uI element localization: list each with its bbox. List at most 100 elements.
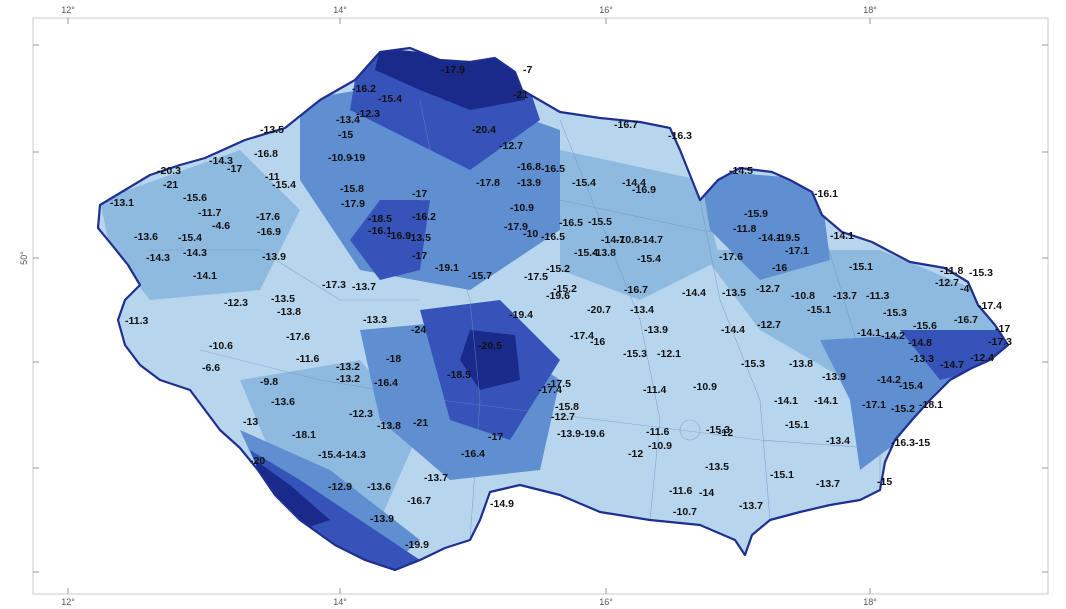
- station-value: -15.3: [623, 348, 647, 360]
- station-value: -16.2: [352, 83, 376, 95]
- station-value: -19.6: [546, 290, 570, 302]
- station-value: -10.8: [616, 234, 640, 246]
- station-value: -13.9: [517, 177, 541, 189]
- station-value: -21: [513, 89, 528, 101]
- station-value: -12: [628, 448, 643, 460]
- station-value: -13.9: [644, 324, 668, 336]
- station-value: -9.8: [260, 376, 278, 388]
- station-value: -16.4: [374, 377, 398, 389]
- left-tick-50: 50°: [19, 251, 29, 265]
- station-value: -17.6: [286, 331, 310, 343]
- station-value: -17: [412, 250, 427, 262]
- station-value: -19.4: [509, 309, 533, 321]
- bottom-tick-18: 18°: [863, 597, 877, 607]
- station-value: -15.1: [849, 261, 873, 273]
- station-value: -15.3: [706, 424, 730, 436]
- station-value: -16.5: [559, 217, 583, 229]
- top-tick-12: 12°: [61, 5, 75, 15]
- station-value: -15.1: [770, 469, 794, 481]
- station-value: -16.9: [632, 184, 656, 196]
- station-value: -14.1: [830, 230, 854, 242]
- station-value: -15.2: [546, 263, 570, 275]
- station-value: -19.5: [776, 232, 800, 244]
- station-value: -16.7: [624, 284, 648, 296]
- station-value: -14.1: [857, 327, 881, 339]
- frame-ticks: [33, 18, 1048, 594]
- station-value: -15.4: [272, 179, 296, 191]
- station-value: -24: [411, 324, 426, 336]
- bottom-tick-12: 12°: [61, 597, 75, 607]
- station-value: -16.5: [541, 231, 565, 243]
- station-value: -17.3: [322, 279, 346, 291]
- station-value: -15: [338, 129, 353, 141]
- station-value: -16.1: [814, 188, 838, 200]
- station-value: -13.6: [134, 231, 158, 243]
- station-value: -13.9: [822, 371, 846, 383]
- station-value: -17.8: [476, 177, 500, 189]
- top-tick-16: 16°: [599, 5, 613, 15]
- station-value: -14.4: [622, 177, 646, 189]
- station-value: -17.9: [341, 198, 365, 210]
- map-frame: [32, 17, 1049, 595]
- station-value: -16.4: [461, 448, 485, 460]
- station-value: -12.7: [551, 411, 575, 423]
- station-value: -13.5: [271, 293, 295, 305]
- station-value: -15.5: [588, 216, 612, 228]
- station-value: -20.4: [472, 124, 496, 136]
- bottom-tick-14: 14°: [333, 597, 347, 607]
- station-value: -14.1: [758, 232, 782, 244]
- station-value: -13.9: [262, 251, 286, 263]
- station-value: -11.7: [198, 207, 222, 219]
- station-value: -13.8: [377, 420, 401, 432]
- station-value: -4.6: [212, 220, 230, 232]
- station-value: -13.5: [260, 124, 284, 136]
- station-value: -13.7: [816, 478, 840, 490]
- station-value: -17.4: [978, 300, 1002, 312]
- station-value: -19.9: [405, 539, 429, 551]
- station-value: -13.2: [336, 373, 360, 385]
- station-value: -10.9: [510, 202, 534, 214]
- station-value: -11: [265, 171, 280, 183]
- station-value: -14.3: [146, 252, 170, 264]
- station-value: -17.9: [504, 221, 528, 233]
- station-value: -16.7: [614, 119, 638, 131]
- station-value: -13.4: [336, 114, 360, 126]
- station-value: -14.8: [908, 337, 932, 349]
- station-value: -15.8: [340, 183, 364, 195]
- station-value: -17.9: [441, 64, 465, 76]
- station-value: -10.9: [648, 440, 672, 452]
- station-value: -15.1: [785, 419, 809, 431]
- station-value: -17.4: [570, 330, 594, 342]
- top-tick-18: 18°: [863, 5, 877, 15]
- station-value: -15.1: [807, 304, 831, 316]
- station-value: -12: [718, 427, 733, 439]
- station-value: -16.7: [407, 495, 431, 507]
- station-value: -20.3: [157, 165, 181, 177]
- station-value: -14.1: [193, 270, 217, 282]
- station-value: -17.1: [862, 399, 886, 411]
- station-value: -13.3: [363, 314, 387, 326]
- station-value: -17: [488, 431, 503, 443]
- station-value: -15.2: [891, 403, 915, 415]
- station-value: -15.3: [883, 307, 907, 319]
- station-value: -11.6: [296, 353, 320, 365]
- station-value: -14.4: [721, 324, 745, 336]
- station-value: -12.3: [224, 297, 248, 309]
- station-value: -17.1: [785, 245, 809, 257]
- station-value: -13.7: [352, 281, 376, 293]
- station-value: -18.1: [919, 399, 943, 411]
- station-value: -17: [227, 163, 242, 175]
- station-value: -14.1: [814, 395, 838, 407]
- station-value: -12.3: [349, 408, 373, 420]
- station-value: -17.6: [256, 211, 280, 223]
- station-value: -15.3: [741, 358, 765, 370]
- station-value: -11.3: [866, 290, 890, 302]
- station-value: -16.8: [254, 148, 278, 160]
- station-value: -21: [163, 179, 178, 191]
- station-value: -17.6: [719, 251, 743, 263]
- country-area: [96, 46, 1010, 572]
- station-value: -13.5: [705, 461, 729, 473]
- station-value: -13.4: [826, 435, 850, 447]
- station-value: -15.4: [378, 93, 402, 105]
- station-value: -10.8: [791, 290, 815, 302]
